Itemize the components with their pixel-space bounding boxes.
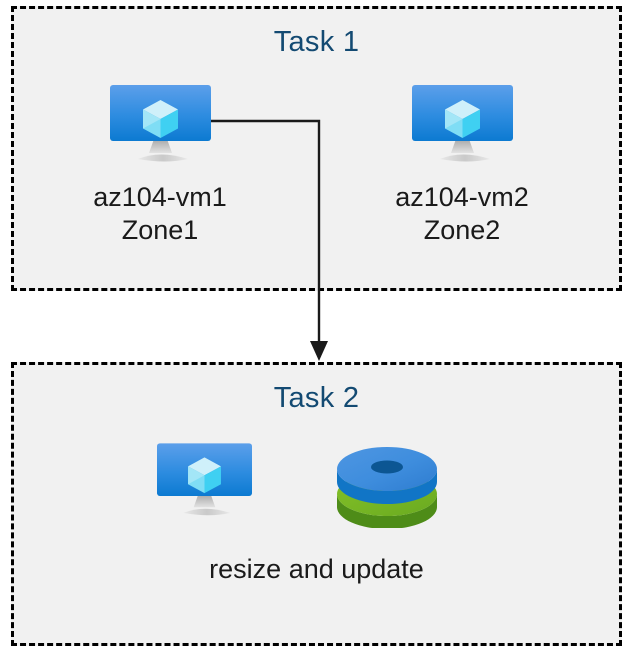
disks-icon <box>337 447 437 528</box>
node-name-label: az104-vm1 <box>93 182 227 212</box>
node-az104-vm2: az104-vm2 Zone2 <box>362 85 562 247</box>
node-zone-label: Zone2 <box>423 214 501 245</box>
virtual-machine-icon <box>411 85 513 162</box>
node-az104-vm1: az104-vm1 Zone1 <box>60 85 260 247</box>
node-zone-label: Zone1 <box>121 214 199 245</box>
task-2-icon-row <box>11 440 622 540</box>
virtual-machine-icon <box>157 443 252 516</box>
down-arrow-icon <box>310 341 328 361</box>
node-name-label: az104-vm2 <box>395 182 529 212</box>
task-2-caption: resize and update <box>209 554 424 584</box>
virtual-machine-icon <box>109 85 211 162</box>
task-2-title: Task 2 <box>273 382 360 414</box>
task-1-title: Task 1 <box>273 26 360 58</box>
task-2-container <box>11 362 622 646</box>
